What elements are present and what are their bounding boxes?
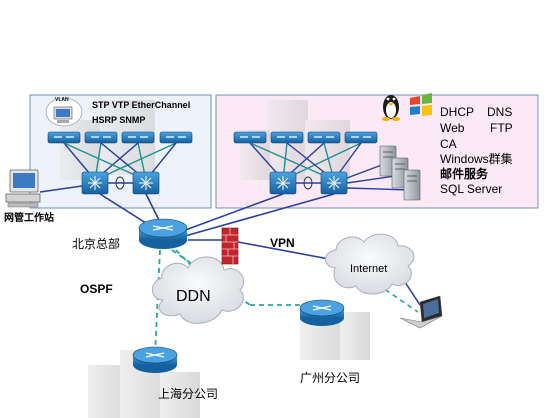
internet-cloud	[324, 233, 415, 295]
service-web: Web	[440, 121, 465, 135]
service-mail: 邮件服务	[440, 167, 489, 181]
service-dhcp: DHCP	[440, 105, 475, 119]
internet-label: Internet	[350, 263, 388, 275]
access-switch	[84, 131, 118, 144]
service-ca: CA	[440, 137, 457, 151]
laptop-icon	[399, 295, 443, 329]
access-switch	[233, 131, 267, 144]
core-switch	[81, 171, 109, 195]
vlan-computer-icon	[45, 97, 83, 127]
linux-penguin-icon	[382, 95, 400, 121]
left-features-line-1: STP VTP EtherChannel	[92, 100, 191, 110]
service-windows-cluster: Windows群集	[440, 152, 513, 166]
mgmt-station-label: 网管工作站	[4, 213, 54, 224]
service-ftp: FTP	[490, 121, 513, 135]
guangzhou-branch-label: 广州分公司	[300, 371, 361, 385]
ospf-label: OSPF	[80, 282, 113, 296]
guangzhou-router	[299, 299, 345, 326]
access-switch	[270, 131, 304, 144]
shanghai-router	[132, 346, 178, 373]
server	[403, 169, 421, 201]
shanghai-branch-label: 上海分公司	[158, 387, 219, 401]
core-switch	[320, 171, 348, 195]
core-switch	[269, 171, 297, 195]
access-switch	[344, 131, 378, 144]
ddn-label: DDN	[176, 288, 211, 305]
access-switch	[47, 131, 81, 144]
beijing-hq-label: 北京总部	[72, 237, 121, 251]
vpn-label: VPN	[270, 236, 295, 250]
service-sql-server: SQL Server	[440, 182, 503, 196]
left-features-line-2: HSRP SNMP	[92, 115, 146, 125]
management-pc-icon	[5, 169, 41, 208]
access-switch	[159, 131, 193, 144]
service-dns: DNS	[487, 105, 513, 119]
firewall-icon	[221, 227, 239, 265]
windows-logo-icon	[410, 93, 432, 116]
vlan-badge-label: VLAN	[55, 97, 69, 103]
ddn-cloud	[151, 256, 245, 324]
guangzhou-building	[300, 312, 370, 360]
core-switch	[132, 171, 160, 195]
access-switch	[121, 131, 155, 144]
beijing-router	[138, 218, 188, 249]
access-switch	[307, 131, 341, 144]
